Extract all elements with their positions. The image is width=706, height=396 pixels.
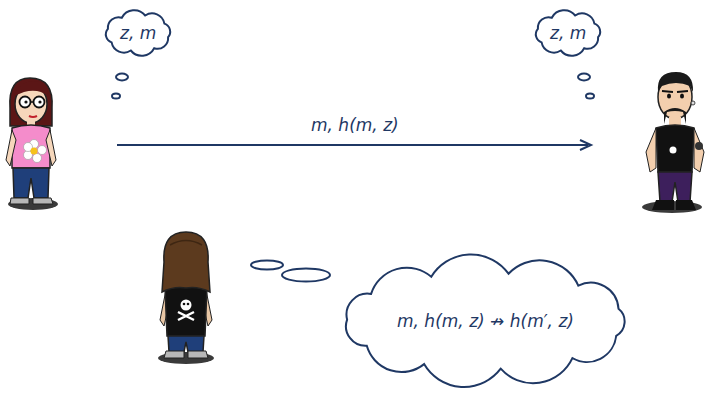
- thought-cloud: z, m: [98, 6, 178, 60]
- cloud-outline: [536, 10, 600, 55]
- thought-text: m, h(m, z) ↛ h(m′, z): [397, 311, 574, 331]
- thought-dot: [112, 94, 120, 99]
- cloud-outline: [106, 10, 170, 55]
- thought-cloud: m, h(m, z) ↛ h(m′, z): [325, 251, 645, 391]
- thought-dot: [251, 261, 283, 270]
- thought-dot: [282, 269, 330, 282]
- message-arrow: [117, 144, 588, 146]
- cloud-outline: [346, 255, 625, 387]
- bob-figure: [642, 72, 704, 213]
- thought-text: z, m: [550, 23, 586, 43]
- thought-text: z, m: [120, 23, 156, 43]
- thought-cloud: z, m: [528, 6, 608, 60]
- alice-figure: [6, 78, 58, 210]
- message-label: m, h(m, z): [308, 115, 402, 135]
- thought-dot: [116, 74, 128, 81]
- arrow-head: [580, 140, 591, 150]
- thought-dot: [578, 74, 590, 81]
- thought-dot: [586, 94, 594, 99]
- eve-figure: [158, 232, 214, 364]
